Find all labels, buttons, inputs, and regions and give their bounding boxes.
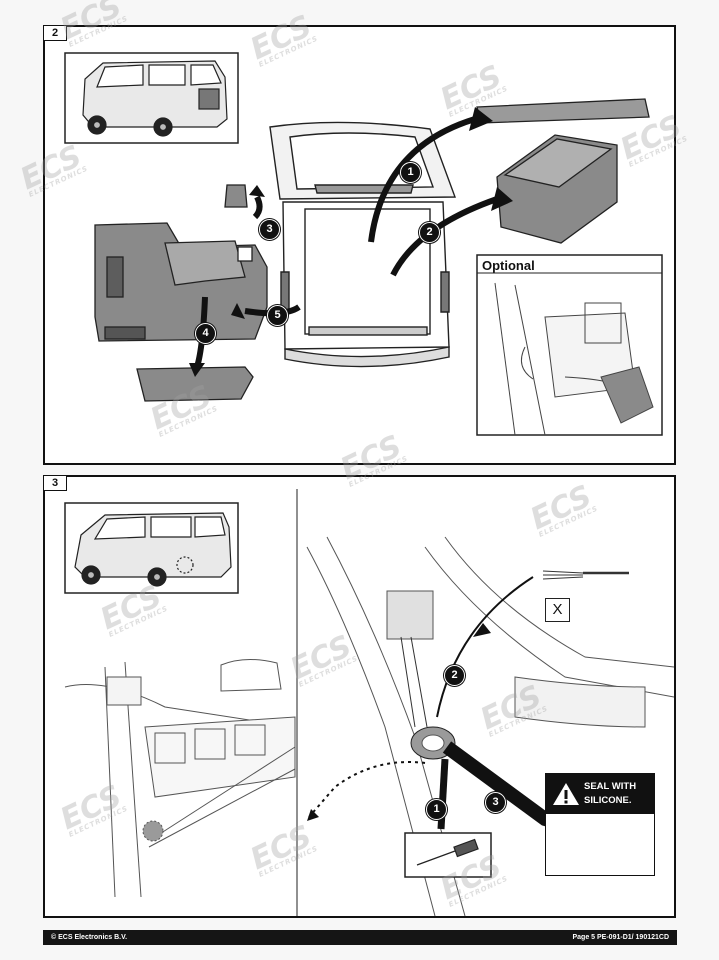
warning-line-2: SILICONE. bbox=[584, 795, 632, 806]
step-3-illustration bbox=[64, 489, 674, 916]
wire-bundle-icon bbox=[542, 570, 629, 580]
warning-text: SEAL WITH SILICONE. bbox=[584, 780, 636, 808]
storage-tray-part bbox=[496, 134, 618, 244]
route-arrow-2 bbox=[436, 576, 534, 718]
warning-line-1: SEAL WITH bbox=[584, 781, 637, 792]
page-footer: © ECS Electronics B.V. Page 5 PE-091-D1/… bbox=[43, 930, 677, 945]
step-2-callout-5: 5 bbox=[267, 305, 288, 326]
screwdriver-icon bbox=[416, 838, 479, 866]
van-icon-bottom bbox=[74, 512, 232, 587]
step-3-callout-2: 2 bbox=[444, 665, 465, 686]
harness-routing-drawing bbox=[306, 536, 674, 916]
step-2-callout-1: 1 bbox=[400, 162, 421, 183]
optional-label: Optional bbox=[482, 258, 535, 273]
step-3-callout-1: 1 bbox=[426, 799, 447, 820]
removed-cover-part bbox=[476, 98, 650, 124]
dotted-route-line bbox=[308, 761, 426, 818]
step-3-callout-3: 3 bbox=[485, 792, 506, 813]
cut-mark-x: X bbox=[545, 598, 570, 622]
step-2-callout-3: 3 bbox=[259, 219, 280, 240]
van-icon-top bbox=[82, 60, 228, 137]
footer-page-ref: Page 5 PE-091-D1/ 190121CD bbox=[572, 934, 670, 941]
warning-header: SEAL WITH SILICONE. bbox=[546, 774, 654, 814]
arrow-heads bbox=[189, 107, 513, 377]
side-trim-panel bbox=[94, 222, 268, 342]
footer-copyright: © ECS Electronics B.V. bbox=[51, 934, 128, 941]
step-2-callout-2: 2 bbox=[419, 222, 440, 243]
warning-icon bbox=[553, 783, 579, 805]
van-rear-open bbox=[269, 121, 456, 368]
step-2-badge: 2 bbox=[43, 25, 67, 41]
step-3-badge: 3 bbox=[43, 475, 67, 491]
floor-trim-part bbox=[136, 366, 254, 402]
step-2-illustration bbox=[64, 52, 663, 436]
step-2-panel: 2 bbox=[43, 25, 676, 465]
step-2-callout-4: 4 bbox=[195, 323, 216, 344]
trim-clip-part bbox=[224, 184, 248, 208]
screwdriver-inset bbox=[404, 832, 492, 878]
optional-detail-drawing bbox=[494, 282, 654, 436]
rear-interior-drawing bbox=[64, 659, 296, 898]
seal-warning-box: SEAL WITH SILICONE. bbox=[545, 773, 655, 876]
